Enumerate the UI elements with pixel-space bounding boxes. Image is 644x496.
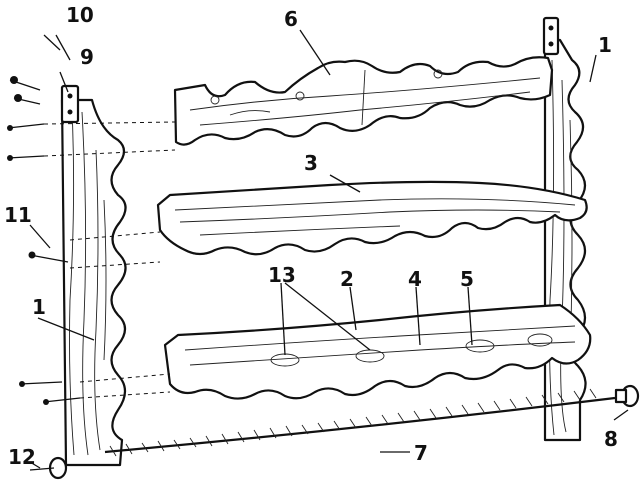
callout-9: 9 [80, 45, 94, 69]
assembly-lines [43, 121, 176, 399]
callout-13: 13 [268, 263, 296, 287]
callout-labels: 6 3 1 10 9 11 1 13 2 4 5 7 8 12 [4, 3, 618, 469]
left-hanger-plate [60, 84, 80, 124]
callout-10: 10 [66, 3, 94, 27]
twisted-rod [104, 388, 616, 457]
callout-8: 8 [604, 427, 618, 451]
middle-shelf [156, 180, 588, 256]
right-hanger-plate [542, 16, 560, 56]
rod-end-right [614, 384, 640, 408]
callout-1-right: 1 [598, 33, 612, 57]
callout-11: 11 [4, 203, 32, 227]
left-screws [7, 76, 81, 405]
right-side-board [543, 38, 587, 442]
callout-2: 2 [340, 267, 354, 291]
callout-1-left: 1 [32, 295, 46, 319]
callout-12: 12 [8, 445, 36, 469]
callout-5: 5 [460, 267, 474, 291]
callout-4: 4 [408, 267, 422, 291]
callout-3: 3 [304, 151, 318, 175]
left-side-board [60, 98, 127, 467]
leader-lines [29, 29, 629, 469]
top-shelf [173, 56, 554, 146]
callout-6: 6 [284, 7, 298, 31]
bottom-shelf [163, 303, 592, 400]
callout-7: 7 [414, 441, 428, 465]
rod-end-left [29, 456, 68, 480]
